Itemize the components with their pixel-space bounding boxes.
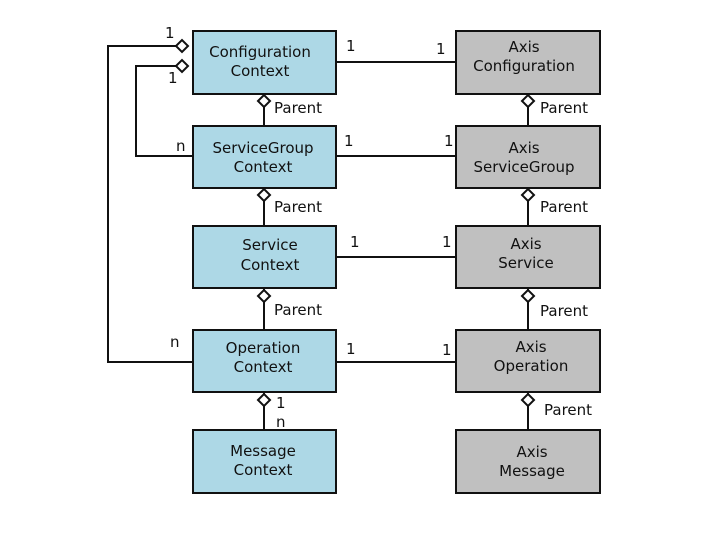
multiplicity-operation-message-1: 1 — [276, 394, 286, 412]
multiplicity-config-outer: 1 — [165, 24, 175, 42]
mult-servicegroup-left: 1 — [344, 132, 354, 150]
axis-servicegroup-box — [455, 125, 601, 189]
axis-service-line1: Axis — [510, 235, 541, 253]
aggregation-diamond-config-inner — [174, 58, 190, 74]
configuration-context-line2: Context — [231, 62, 290, 80]
multiplicity-servicegroup-n: n — [176, 137, 186, 155]
mult-operation-right: 1 — [442, 341, 452, 359]
multiplicity-operation-message-n: n — [276, 413, 286, 431]
axis-service-box — [455, 225, 601, 289]
axis-service-line2: Service — [498, 254, 553, 272]
axis-message-line1: Axis — [516, 443, 547, 461]
parent-label-axis-2: Parent — [540, 198, 588, 216]
configuration-context-line1: Configuration — [209, 43, 311, 61]
service-context-box — [192, 225, 337, 289]
mult-service-left: 1 — [350, 233, 360, 251]
parent-label-axis-1: Parent — [540, 99, 588, 117]
parent-diamond-ctx-4 — [256, 392, 272, 408]
parent-label-ctx-2: Parent — [274, 198, 322, 216]
service-context-line2: Context — [241, 256, 300, 274]
servicegroup-to-configuration-connector — [135, 65, 192, 157]
operation-to-configuration-connector — [107, 45, 192, 363]
parent-diamond-ctx-3 — [256, 288, 272, 304]
servicegroup-context-line1: ServiceGroup — [212, 139, 313, 157]
aggregation-diamond-config-outer — [174, 38, 190, 54]
configuration-context-box — [192, 30, 337, 95]
axis-operation-line1: Axis — [515, 338, 546, 356]
service-context-line1: Service — [242, 236, 297, 254]
parent-label-axis-3: Parent — [540, 302, 588, 320]
operation-context-line2: Context — [234, 358, 293, 376]
axis-message-line2: Message — [499, 462, 565, 480]
servicegroup-context-box — [192, 125, 337, 189]
mult-config-left: 1 — [346, 37, 356, 55]
message-context-line1: Message — [230, 442, 296, 460]
mult-service-right: 1 — [442, 233, 452, 251]
axis-configuration-box — [455, 30, 601, 95]
multiplicity-config-inner: 1 — [168, 69, 178, 87]
operation-context-box — [192, 329, 337, 393]
parent-label-ctx-3: Parent — [274, 301, 322, 319]
message-context-box — [192, 429, 337, 494]
axis-configuration-line2: Configuration — [473, 57, 575, 75]
axis-operation-box — [455, 329, 601, 393]
message-context-line2: Context — [234, 461, 293, 479]
axis-operation-line2: Operation — [494, 357, 569, 375]
parent-label-ctx-1: Parent — [274, 99, 322, 117]
parent-diamond-axis-3 — [520, 288, 536, 304]
parent-diamond-axis-4 — [520, 392, 536, 408]
mult-operation-left: 1 — [346, 340, 356, 358]
axis-configuration-line1: Axis — [508, 38, 539, 56]
parent-label-axis-4: Parent — [544, 401, 592, 419]
parent-diamond-ctx-1 — [256, 93, 272, 109]
mult-servicegroup-right: 1 — [444, 132, 454, 150]
mult-config-right: 1 — [436, 40, 446, 58]
operation-context-line1: Operation — [226, 339, 301, 357]
parent-diamond-axis-1 — [520, 93, 536, 109]
multiplicity-operation-n: n — [170, 333, 180, 351]
servicegroup-context-line2: Context — [234, 158, 293, 176]
axis-message-box — [455, 429, 601, 494]
parent-diamond-ctx-2 — [256, 187, 272, 203]
axis-servicegroup-line1: Axis — [508, 139, 539, 157]
axis-servicegroup-line2: ServiceGroup — [473, 158, 574, 176]
parent-diamond-axis-2 — [520, 187, 536, 203]
